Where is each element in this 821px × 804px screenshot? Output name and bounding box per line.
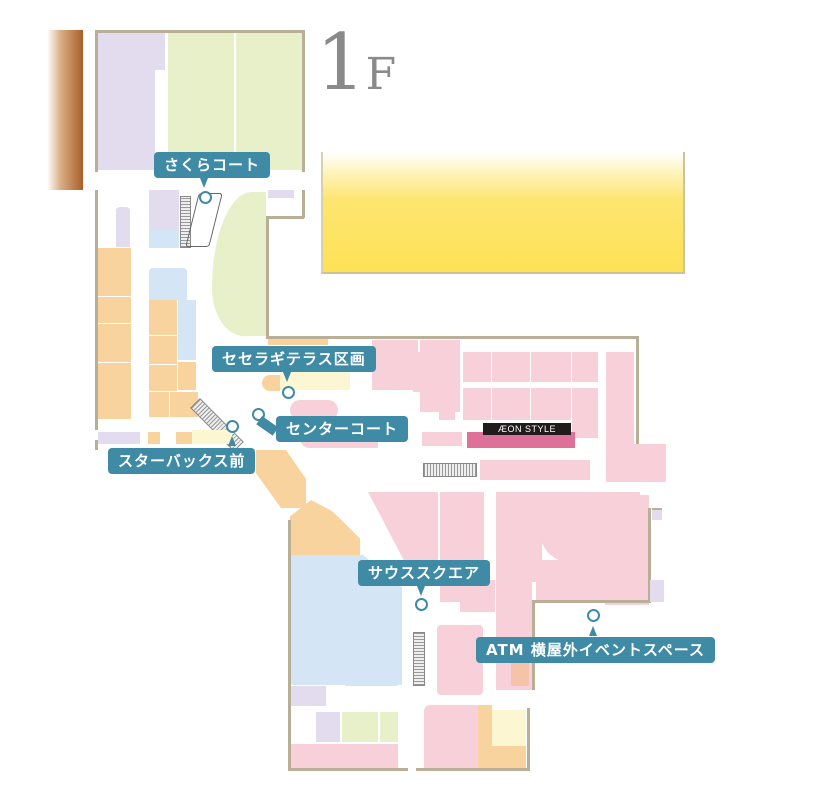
exterior-building-bar — [47, 30, 83, 190]
pin-starbucks-front[interactable] — [226, 420, 239, 433]
callout-south-square[interactable]: サウススクエア — [358, 560, 491, 586]
escalator-center — [423, 463, 477, 477]
pin-atm-outdoor-event[interactable] — [587, 609, 600, 622]
escalator-south — [413, 632, 425, 686]
store-lime-west-curved[interactable] — [212, 192, 266, 336]
store-lime-north-2[interactable] — [236, 33, 302, 170]
callout-sakura-court[interactable]: さくらコート — [154, 152, 271, 178]
floor-label: 1F — [316, 22, 396, 104]
floor-suffix: F — [365, 49, 397, 100]
aeon-style-store[interactable] — [467, 432, 575, 448]
callout-center-court[interactable]: センターコート — [276, 416, 409, 442]
escalator-north — [180, 196, 191, 248]
callout-atm-outdoor-event[interactable]: ATM 横屋外イベントスペース — [476, 637, 716, 663]
store-peach-west-1[interactable] — [98, 248, 131, 296]
parking-area — [321, 152, 685, 274]
aeon-style-logo: ÆON STYLE — [483, 423, 571, 435]
callout-seserage-terrace[interactable]: セセラギテラス区画 — [212, 346, 376, 372]
pin-sakura-court[interactable] — [199, 191, 212, 204]
floor-number: 1 — [316, 18, 366, 108]
pin-seserage-terrace[interactable] — [282, 386, 295, 399]
store-lime-north-1[interactable] — [168, 33, 234, 170]
pin-south-square[interactable] — [415, 598, 428, 611]
callout-starbucks-front[interactable]: スターバックス前 — [108, 448, 256, 474]
